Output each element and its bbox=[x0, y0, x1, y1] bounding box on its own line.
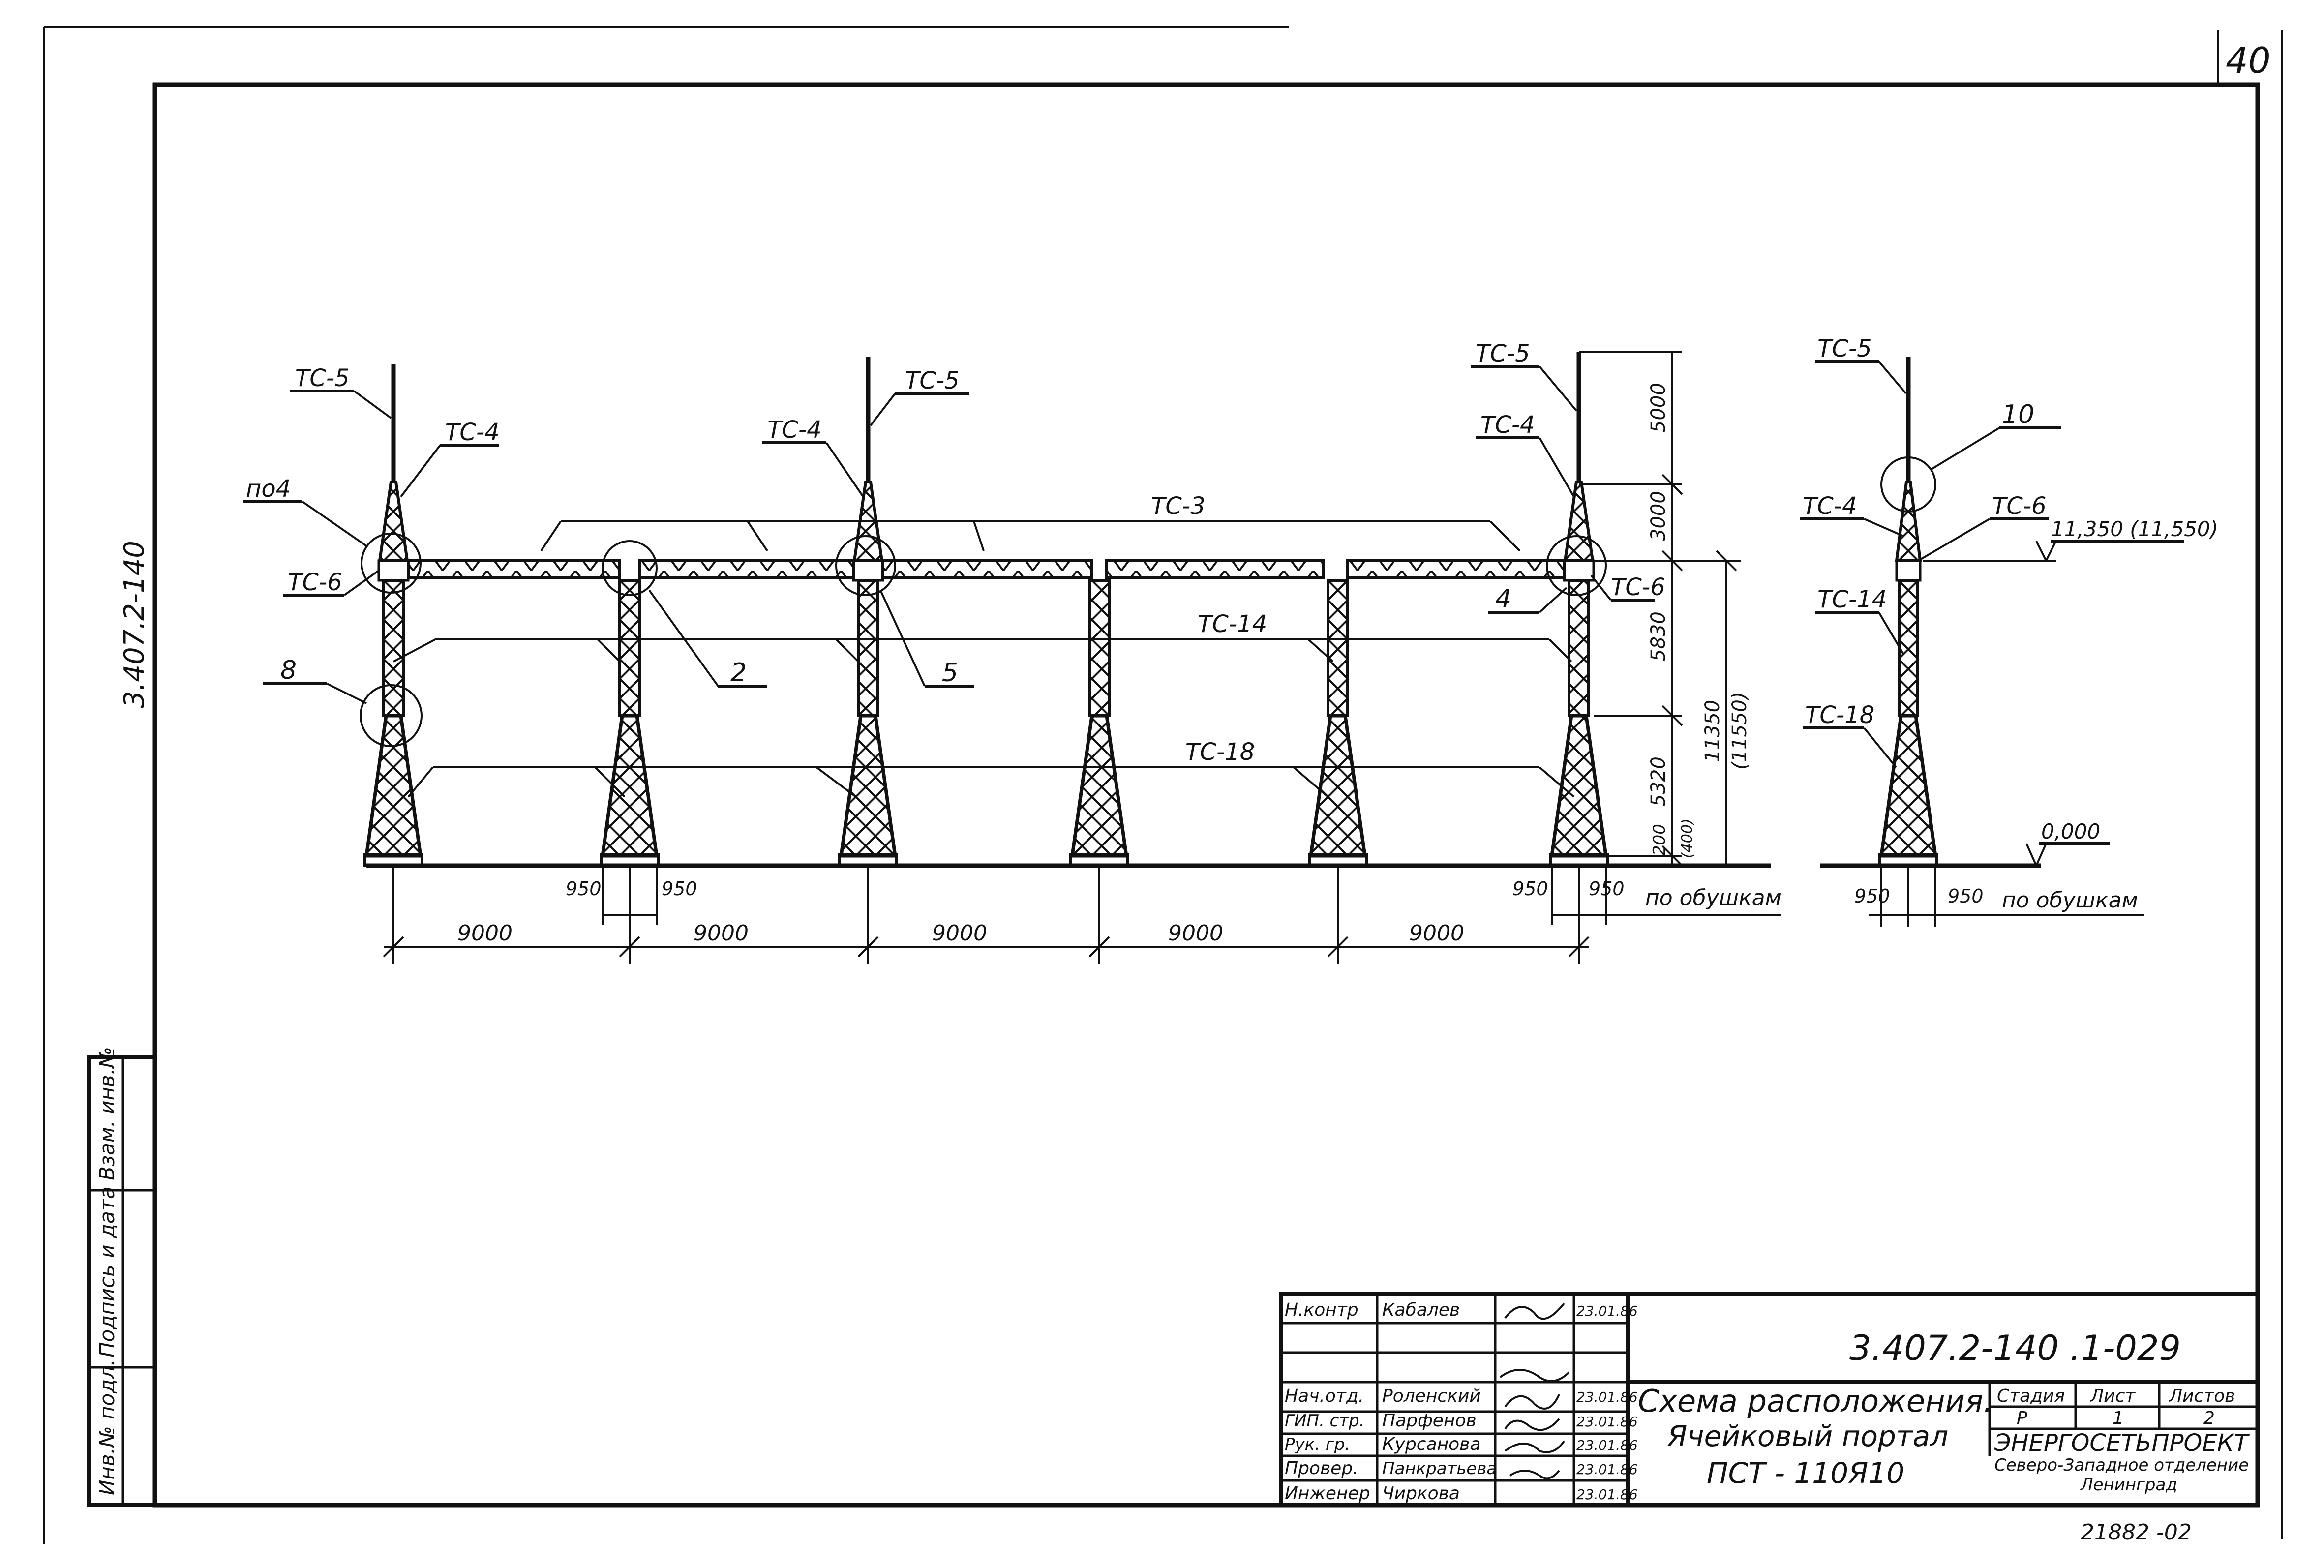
label-tc18: ТС-18 bbox=[1185, 738, 1255, 766]
tb-sheet-header: Лист bbox=[2089, 1386, 2136, 1406]
tb-name-6: Чиркова bbox=[1382, 1483, 1460, 1504]
tb-name-2: Роленский bbox=[1382, 1386, 1481, 1406]
tb-org-sub-2: Ленинград bbox=[2080, 1475, 2177, 1495]
span-2: 9000 bbox=[694, 921, 749, 946]
dim-400: (400) bbox=[1679, 818, 1696, 858]
page-number: 40 bbox=[2226, 40, 2271, 81]
stamp-vzam-inv: Взам. инв.№ bbox=[95, 1047, 119, 1180]
column-5 bbox=[1308, 579, 1368, 867]
tb-stage-header: Стадия bbox=[1997, 1386, 2065, 1406]
base-right-a: 950 bbox=[1512, 878, 1548, 900]
label-tc5-left: ТС-5 bbox=[295, 364, 350, 392]
side-label-tc4: ТС-4 bbox=[1803, 492, 1857, 520]
dim-5320: 5320 bbox=[1647, 756, 1670, 807]
label-tc4-left: ТС-4 bbox=[445, 419, 500, 446]
node-circles bbox=[360, 533, 1607, 747]
tb-sheets-header: Листов bbox=[2168, 1386, 2235, 1406]
side-label-node-10: 10 bbox=[2002, 400, 2034, 429]
side-label-tc18: ТС-18 bbox=[1805, 701, 1874, 729]
label-tc4-mid: ТС-4 bbox=[767, 416, 822, 444]
dim-200: 200 bbox=[1650, 824, 1669, 856]
side-view: ТС-5 10 ТС-4 ТС-6 11,350 (11,550) ТС-14 … bbox=[1800, 335, 2218, 927]
leader-lines bbox=[243, 365, 1655, 798]
title-block-rows: Н.контр Кабалев 23.01.86 Нач.отд. Роленс… bbox=[1285, 1300, 2250, 1504]
base-right-b: 950 bbox=[1589, 878, 1625, 900]
label-tc14: ТС-14 bbox=[1198, 610, 1267, 638]
tb-date-4: 23.01.86 bbox=[1576, 1437, 1638, 1453]
tb-date-6: 23.01.86 bbox=[1576, 1486, 1638, 1503]
label-tc4-right: ТС-4 bbox=[1480, 411, 1535, 439]
side-base-b: 950 bbox=[1948, 885, 1984, 907]
label-node-4: 4 bbox=[1495, 584, 1511, 614]
tb-role-2: Нач.отд. bbox=[1285, 1386, 1364, 1406]
base-left-a: 950 bbox=[566, 878, 602, 900]
tb-date-3: 23.01.86 bbox=[1576, 1414, 1638, 1430]
title-block bbox=[1279, 1292, 2260, 1507]
label-tc5-mid: ТС-5 bbox=[905, 367, 960, 394]
span-4: 9000 bbox=[1168, 921, 1223, 946]
tb-date-2: 23.01.86 bbox=[1576, 1389, 1638, 1405]
label-node-2: 2 bbox=[730, 658, 747, 688]
tb-role-3: ГИП. стр. bbox=[1285, 1411, 1364, 1431]
tb-org-name: ЭНЕРГОСЕТЬПРОЕКТ bbox=[1994, 1429, 2250, 1457]
tb-role-0: Н.контр bbox=[1285, 1300, 1358, 1320]
dim-5830: 5830 bbox=[1647, 611, 1670, 662]
label-tc3: ТС-3 bbox=[1151, 492, 1206, 520]
span-3: 9000 bbox=[932, 921, 987, 946]
dim-total: 11350 bbox=[1701, 700, 1724, 762]
tb-title-line-1: Схема расположения. bbox=[1638, 1383, 1993, 1419]
label-po4: по4 bbox=[246, 475, 291, 503]
span-1: 9000 bbox=[457, 921, 513, 946]
column-2 bbox=[600, 579, 660, 867]
side-label-tc14: ТС-14 bbox=[1817, 586, 1887, 613]
beam-tc3 bbox=[407, 559, 1566, 579]
dim-5000: 5000 bbox=[1647, 383, 1670, 433]
tb-sheet-value: 1 bbox=[2113, 1408, 2124, 1428]
label-node-5: 5 bbox=[942, 658, 958, 688]
tb-title-line-2: Ячейковый портал bbox=[1667, 1419, 1948, 1453]
span-dimensions bbox=[383, 866, 1781, 964]
tb-title-line-3: ПСТ - 110Я10 bbox=[1707, 1456, 1904, 1490]
side-base-a: 950 bbox=[1854, 885, 1890, 907]
side-base-note: по обушкам bbox=[2002, 888, 2138, 913]
tb-sheets-value: 2 bbox=[2203, 1408, 2215, 1428]
side-label-tc6: ТС-6 bbox=[1992, 492, 2047, 520]
tb-role-4: Рук. гр. bbox=[1285, 1435, 1350, 1454]
column-3 bbox=[838, 357, 898, 867]
tb-date-5: 23.01.86 bbox=[1576, 1461, 1638, 1478]
column-4 bbox=[1069, 579, 1129, 867]
bottom-code: 21882 -02 bbox=[2081, 1520, 2192, 1545]
span-5: 9000 bbox=[1409, 921, 1464, 946]
side-elevation-zero: 0,000 bbox=[2041, 819, 2100, 844]
side-label-tc5: ТС-5 bbox=[1817, 335, 1872, 362]
column-6 bbox=[1549, 352, 1609, 867]
base-left-b: 950 bbox=[662, 878, 697, 900]
dim-total-alt: (11550) bbox=[1728, 692, 1751, 770]
side-code: 3.407.2-140 bbox=[119, 541, 151, 708]
dim-3000: 3000 bbox=[1647, 491, 1670, 541]
tb-date-0: 23.01.86 bbox=[1576, 1303, 1638, 1319]
tb-stage-value: Р bbox=[2017, 1408, 2027, 1428]
label-node-8: 8 bbox=[280, 656, 297, 685]
front-view: 5000 3000 5830 5320 200 (400) 11350 (115… bbox=[243, 340, 1781, 964]
tb-name-5: Панкратьева bbox=[1382, 1459, 1497, 1478]
base-note: по обушкам bbox=[1645, 885, 1781, 910]
label-tc6-right: ТС-6 bbox=[1611, 573, 1665, 601]
tb-role-6: Инженер bbox=[1285, 1483, 1370, 1504]
label-tc5-right: ТС-5 bbox=[1476, 340, 1530, 367]
tb-name-4: Курсанова bbox=[1382, 1434, 1480, 1454]
stamp-inv-podl: Инв.№ подл. bbox=[95, 1359, 119, 1495]
tb-name-0: Кабалев bbox=[1382, 1300, 1460, 1320]
side-elevation-top: 11,350 (11,550) bbox=[2051, 517, 2218, 541]
tb-doc-code: 3.407.2-140 .1-029 bbox=[1849, 1328, 2181, 1368]
side-stamp: Инв.№ подл. Подпись и дата Взам. инв.№ bbox=[87, 1047, 157, 1507]
sheet-frame bbox=[43, 26, 2283, 1544]
tb-role-5: Провер. bbox=[1285, 1458, 1358, 1478]
tb-org-sub-1: Северо-Западное отделение bbox=[1994, 1455, 2249, 1475]
tb-name-3: Парфенов bbox=[1382, 1411, 1477, 1431]
height-dimensions bbox=[1579, 351, 1751, 867]
label-tc6-left: ТС-6 bbox=[288, 569, 342, 596]
stamp-signature-date: Подпись и дата bbox=[95, 1186, 119, 1357]
